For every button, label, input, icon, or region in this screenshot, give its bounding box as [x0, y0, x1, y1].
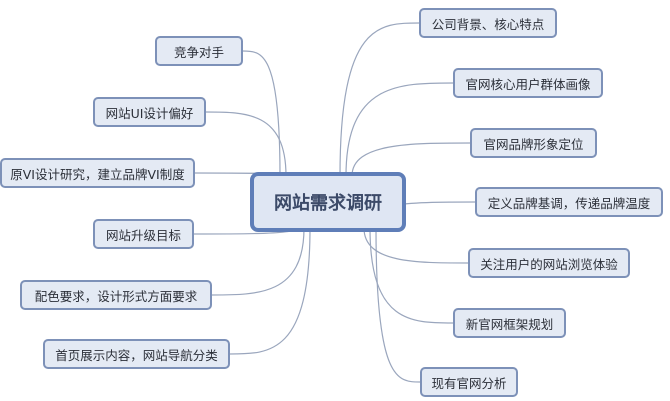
- topic-ui-preference[interactable]: 网站UI设计偏好: [93, 97, 206, 127]
- connector-line: [229, 227, 311, 355]
- topic-upgrade-goals[interactable]: 网站升级目标: [93, 219, 194, 249]
- topic-browsing-experience[interactable]: 关注用户的网站浏览体验: [468, 248, 630, 278]
- topic-core-user-persona[interactable]: 官网核心用户群体画像: [453, 68, 603, 98]
- connector-line: [369, 227, 454, 324]
- topic-site-framework[interactable]: 新官网框架规划: [453, 308, 566, 338]
- central-topic[interactable]: 网站需求调研: [250, 172, 406, 232]
- connector-line: [339, 22, 420, 177]
- topic-competitors[interactable]: 竞争对手: [155, 36, 243, 66]
- topic-brand-positioning[interactable]: 官网品牌形象定位: [470, 128, 597, 158]
- connector-line: [205, 111, 287, 177]
- topic-color-design-requirements[interactable]: 配色要求，设计形式方面要求: [20, 280, 212, 310]
- topic-brand-tone[interactable]: 定义品牌基调，传递品牌温度: [475, 187, 663, 217]
- topic-vi-research[interactable]: 原VI设计研究，建立品牌VI制度: [0, 158, 195, 188]
- connector-line: [242, 50, 281, 177]
- connector-line: [345, 82, 454, 177]
- connector-line: [363, 227, 469, 264]
- connector-line: [375, 227, 421, 383]
- topic-company-background[interactable]: 公司背景、核心特点: [419, 8, 557, 38]
- topic-homepage-navigation[interactable]: 首页展示内容，网站导航分类: [43, 339, 230, 369]
- topic-existing-site-analysis[interactable]: 现有官网分析: [420, 367, 518, 397]
- connector-line: [211, 227, 305, 296]
- connector-line: [351, 142, 471, 177]
